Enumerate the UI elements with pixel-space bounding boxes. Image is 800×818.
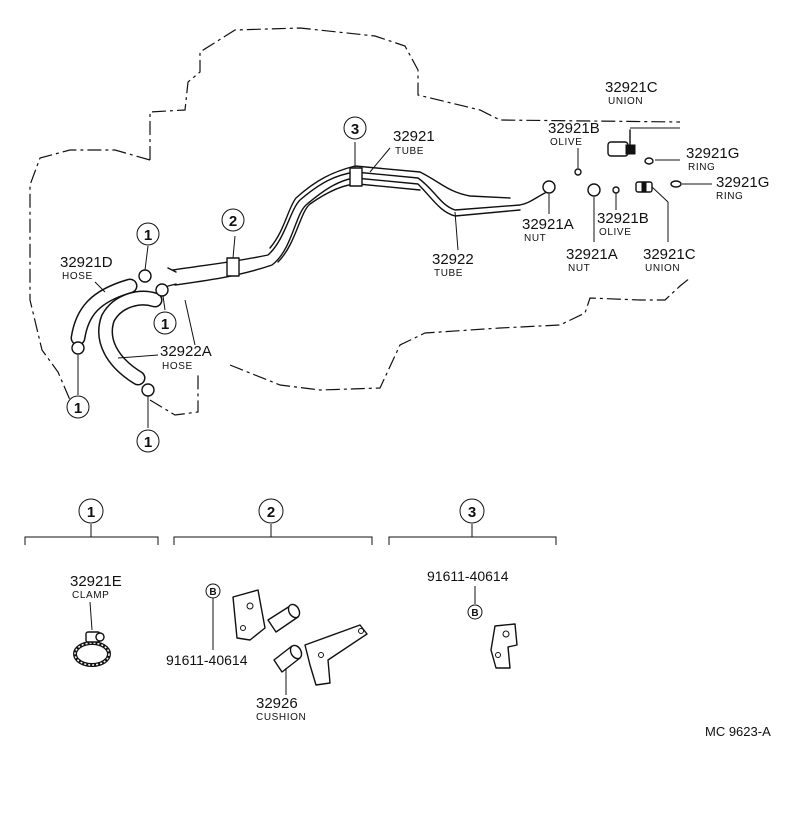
svg-text:CLAMP: CLAMP	[72, 590, 109, 601]
svg-text:32922A: 32922A	[160, 343, 212, 360]
svg-text:OLIVE: OLIVE	[599, 227, 631, 238]
callout-2-main: 2	[221, 208, 245, 232]
tube-clamp-3	[349, 167, 363, 187]
label-32921-tube: 32921 TUBE	[393, 128, 435, 157]
label-32921G-ring-bottom: 32921G RING	[716, 174, 769, 202]
svg-text:1: 1	[87, 504, 95, 521]
svg-text:TUBE: TUBE	[434, 268, 463, 279]
bolt-B-icon: B	[205, 583, 221, 599]
svg-text:B: B	[471, 608, 478, 619]
svg-text:91611-40614: 91611-40614	[427, 568, 509, 584]
callout-1-d: 1	[136, 429, 160, 453]
svg-text:NUT: NUT	[524, 233, 546, 244]
leader-clamp	[89, 601, 93, 631]
svg-text:HOSE: HOSE	[62, 271, 93, 282]
label-91611-g2: 91611-40614	[166, 652, 248, 668]
callout-3-main: 3	[343, 116, 367, 140]
ring-32921G-bottom-icon	[670, 180, 682, 188]
ring-32921G-top-icon	[644, 157, 654, 165]
svg-text:2: 2	[267, 504, 275, 521]
callout-1-a: 1	[136, 222, 160, 246]
label-91611-g3: 91611-40614	[427, 568, 509, 584]
group-1-detail: 1	[24, 498, 159, 545]
svg-text:NUT: NUT	[568, 263, 590, 274]
svg-text:2: 2	[229, 213, 237, 230]
callout-1-c: 1	[66, 395, 90, 419]
svg-text:91611-40614: 91611-40614	[166, 652, 248, 668]
label-32921C-union-bottom: 32921C UNION	[643, 246, 696, 274]
group-2-detail: 2	[173, 498, 373, 545]
label-32921C-union-top: 32921C UNION	[605, 79, 658, 107]
hose-32922A	[98, 290, 163, 386]
label-32926-cushion: 32926 CUSHION	[256, 695, 306, 723]
tube-clamp-2	[226, 257, 240, 277]
label-32921D-hose: 32921D HOSE	[60, 254, 113, 282]
cushion-upper-icon	[267, 603, 301, 633]
label-32921A-nut-left: 32921A NUT	[522, 216, 574, 244]
callout-1-b: 1	[153, 311, 177, 335]
hose-clamp-icon	[71, 269, 169, 397]
nut-32921A-right-icon	[587, 183, 601, 197]
nut-32921A-left-icon	[542, 180, 556, 194]
union-32921C-bottom-icon	[635, 181, 653, 193]
leader-lines	[77, 127, 712, 428]
svg-text:32921G: 32921G	[716, 174, 769, 191]
label-32921B-olive-top: 32921B OLIVE	[548, 120, 600, 148]
svg-text:32921B: 32921B	[597, 210, 649, 227]
svg-text:HOSE: HOSE	[162, 361, 193, 372]
svg-text:RING: RING	[716, 191, 743, 202]
svg-text:CUSHION: CUSHION	[256, 712, 306, 723]
bracket-g3-icon	[490, 623, 518, 669]
olive-32921B-top-icon	[574, 168, 582, 176]
tube-bundle	[167, 165, 546, 287]
svg-text:32921B: 32921B	[548, 120, 600, 137]
svg-text:32921G: 32921G	[686, 145, 739, 162]
label-32921A-nut-right: 32921A NUT	[566, 246, 618, 274]
svg-text:1: 1	[161, 316, 169, 333]
svg-text:TUBE: TUBE	[395, 146, 424, 157]
catalog-code: MC 9623-A	[705, 724, 771, 739]
svg-text:32921E: 32921E	[70, 573, 122, 590]
svg-text:RING: RING	[688, 162, 715, 173]
olive-32921B-bottom-icon	[612, 186, 620, 194]
bolt-B-g3-icon: B	[467, 604, 483, 620]
label-32922A-hose: 32922A HOSE	[160, 343, 212, 372]
bracket-g2-icon	[232, 589, 266, 641]
bracket-clip-icon	[304, 624, 368, 686]
cushion-lower-icon	[273, 644, 303, 673]
svg-text:32921C: 32921C	[643, 246, 696, 263]
label-32921G-ring-top: 32921G RING	[686, 145, 739, 173]
svg-text:32926: 32926	[256, 695, 298, 712]
svg-text:32921: 32921	[393, 128, 435, 145]
svg-text:32921C: 32921C	[605, 79, 658, 96]
svg-text:3: 3	[468, 504, 476, 521]
label-32921E-clamp: 32921E CLAMP	[70, 573, 122, 601]
group-3-detail: 3	[388, 498, 557, 545]
label-32922-tube: 32922 TUBE	[432, 251, 474, 279]
svg-text:1: 1	[74, 400, 82, 417]
svg-text:32921A: 32921A	[522, 216, 574, 233]
union-32921C-top-icon	[607, 129, 636, 157]
svg-text:3: 3	[351, 121, 359, 138]
svg-text:OLIVE: OLIVE	[550, 137, 582, 148]
engine-outline	[29, 27, 691, 416]
svg-text:32921A: 32921A	[566, 246, 618, 263]
hose-32921D	[70, 278, 138, 346]
svg-text:UNION: UNION	[608, 96, 643, 107]
svg-text:UNION: UNION	[645, 263, 680, 274]
svg-text:32922: 32922	[432, 251, 474, 268]
svg-text:1: 1	[144, 227, 152, 244]
clamp-32921E-icon	[73, 631, 111, 667]
label-32921B-olive-bottom: 32921B OLIVE	[597, 210, 649, 238]
svg-text:B: B	[209, 587, 216, 598]
svg-text:32921D: 32921D	[60, 254, 113, 271]
svg-text:1: 1	[144, 434, 152, 451]
